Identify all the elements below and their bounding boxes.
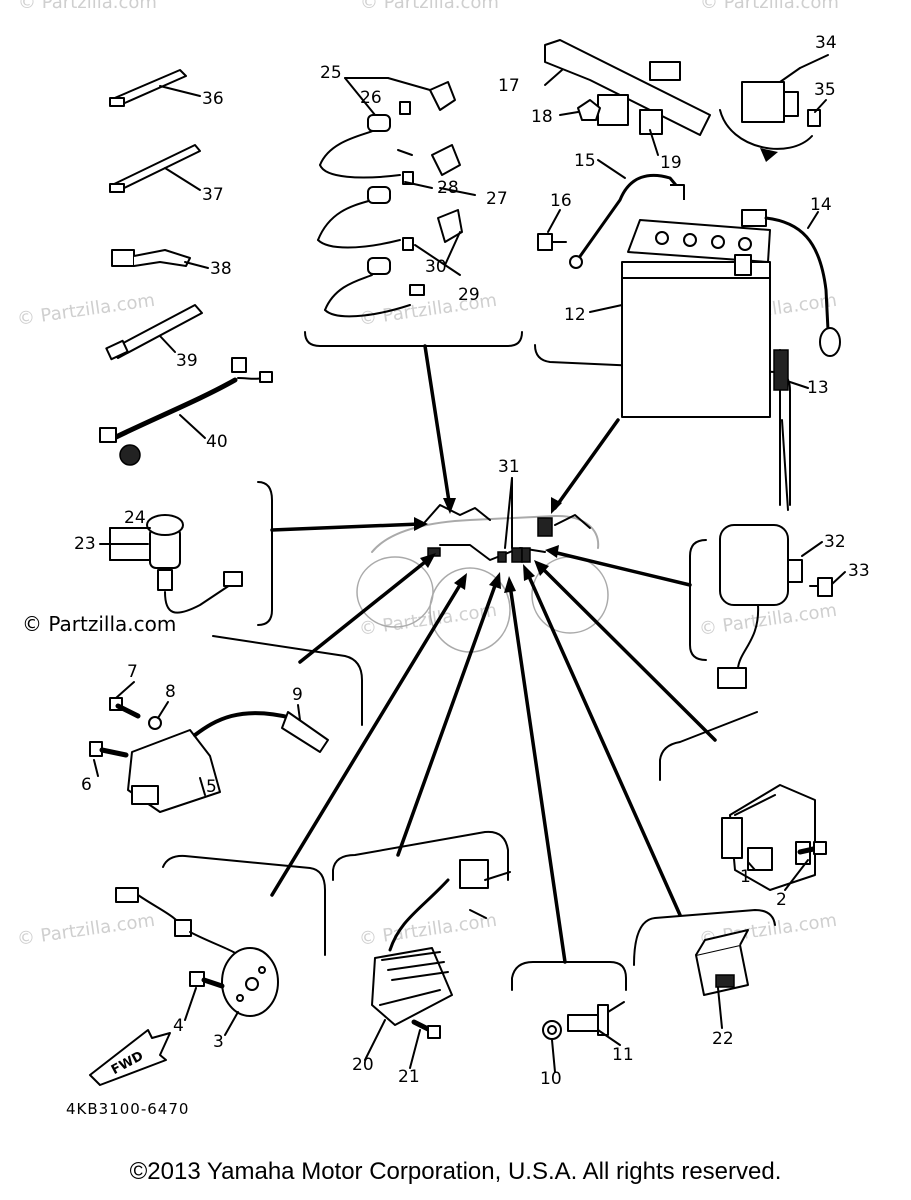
callout-15: 15 [574,151,596,171]
callout-37: 37 [202,185,224,205]
callout-4: 4 [173,1016,184,1036]
bolt-2 [797,841,827,855]
watermark: © Partzilla.com [358,910,498,950]
callout-29: 29 [458,285,480,305]
callout-23: 23 [74,534,96,554]
callout-33: 33 [848,561,870,581]
callout-20: 20 [352,1055,374,1075]
callout-1: 1 [740,867,751,887]
callout-3: 3 [213,1032,224,1052]
battery-cable-15 [569,173,685,269]
battery-12 [621,219,789,511]
main-switch-23 [99,514,243,614]
callout-18: 18 [531,107,553,127]
callout-25: 25 [320,63,342,83]
battery-cable-14 [741,209,841,357]
callout-26: 26 [360,88,382,108]
callout-brackets [162,331,791,991]
pickup-coil-3 [115,887,279,1017]
relay-22 [695,929,749,996]
callout-19: 19 [660,153,682,173]
spark-plug-cap-set [317,77,476,318]
callout-39: 39 [176,351,198,371]
callout-5: 5 [206,777,217,797]
bolt-6 [89,741,129,758]
watermark: © Partzilla.com [18,0,157,13]
bolt-16 [537,233,567,251]
callout-31: 31 [498,457,520,477]
washer-10 [542,1020,562,1040]
callout-6: 6 [81,775,92,795]
callout-2: 2 [776,890,787,910]
cdi-unit-1 [721,784,816,891]
callout-21: 21 [398,1067,420,1087]
callout-35: 35 [814,80,836,100]
diagram-code: 4KB3100-6470 [66,1100,190,1118]
callout-7: 7 [127,662,138,682]
battery-bracket-17 [544,39,711,136]
number-leaders [93,54,846,1073]
callout-28: 28 [437,178,459,198]
washer-8 [148,716,162,730]
ignition-coil-5 [127,711,329,813]
watermarks: © Partzilla.com © Partzilla.com © Partzi… [16,0,839,950]
callout-10: 10 [540,1069,562,1089]
callout-27: 27 [486,189,508,209]
copyright-notice: ©2013 Yamaha Motor Corporation, U.S.A. A… [129,1158,782,1185]
rectifier-regulator-20 [371,859,511,1026]
band-39 [105,304,203,361]
bolt-4 [189,971,225,989]
atv-outline [356,504,609,653]
callout-9: 9 [292,685,303,705]
watermark: © Partzilla.com [16,290,156,330]
callout-32: 32 [824,532,846,552]
callout-22: 22 [712,1029,734,1049]
callout-38: 38 [210,259,232,279]
callout-numbers: 1 2 3 4 5 6 7 8 9 10 11 12 13 14 15 16 1… [74,33,870,1089]
callout-34: 34 [815,33,837,53]
holder-38 [111,249,209,269]
starter-relay-34 [719,81,821,162]
lead-40 [99,357,273,466]
watermark: © Partzilla.com [700,0,839,13]
callout-11: 11 [612,1045,634,1065]
callout-12: 12 [564,305,586,325]
band-36 [109,69,201,107]
partzilla-watermark: © Partzilla.com [22,612,177,636]
callout-24: 24 [124,508,146,528]
fwd-arrow-icon: FWD [89,1029,171,1086]
callout-16: 16 [550,191,572,211]
watermark: © Partzilla.com [16,910,156,950]
bolt-21 [411,1019,441,1039]
bolt-7 [109,697,141,719]
callout-36: 36 [202,89,224,109]
band-37 [109,144,201,193]
callout-17: 17 [498,76,520,96]
thermo-switch-11 [567,1001,625,1036]
callout-13: 13 [807,378,829,398]
callout-14: 14 [810,195,832,215]
watermark: © Partzilla.com [360,0,499,13]
callout-40: 40 [206,432,228,452]
grommet-18 [577,99,601,121]
callout-30: 30 [425,257,447,277]
flasher-relay-32 [717,524,833,689]
callout-8: 8 [165,682,176,702]
